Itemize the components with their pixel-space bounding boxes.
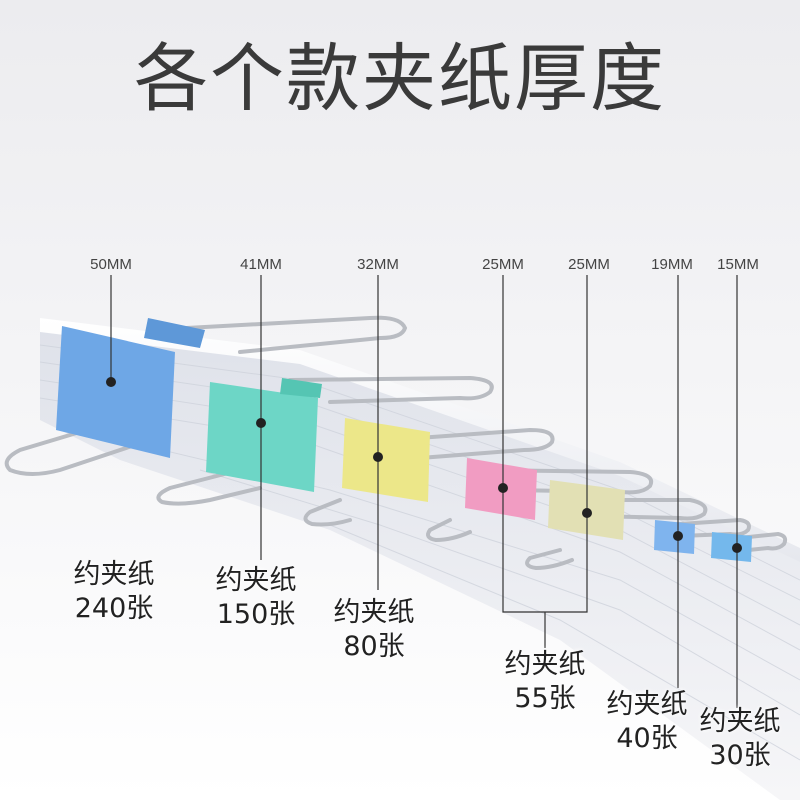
capacity-prefix: 约夹纸 <box>215 565 297 596</box>
clip-handles <box>4 315 788 571</box>
size-leader-lines <box>110 275 738 708</box>
clip-41mm <box>206 382 318 492</box>
capacity-caption-41mm: 约夹纸 150张 <box>216 564 297 632</box>
clip-50mm <box>56 326 175 458</box>
capacity-caption-25mm: 约夹纸 55张 <box>505 648 586 716</box>
size-label-41mm: 41MM <box>240 256 282 273</box>
capacity-count: 240张 <box>74 593 154 624</box>
capacity-count: 80张 <box>343 631 405 662</box>
capacity-count: 55张 <box>514 683 576 714</box>
binder-clips <box>56 318 752 562</box>
capacity-prefix: 约夹纸 <box>333 597 415 628</box>
capacity-prefix: 约夹纸 <box>504 649 586 680</box>
capacity-caption-32mm: 约夹纸 80张 <box>334 596 415 664</box>
capacity-count: 150张 <box>216 599 296 630</box>
capacity-caption-19mm: 约夹纸 40张 <box>607 688 688 756</box>
capacity-count: 30张 <box>709 740 771 771</box>
size-label-19mm: 19MM <box>651 256 693 273</box>
capacity-count: 40张 <box>616 723 678 754</box>
clip-15mm <box>711 532 752 562</box>
size-label-50mm: 50MM <box>90 256 132 273</box>
size-label-15mm: 15MM <box>717 256 759 273</box>
size-label-25mm-a: 25MM <box>482 256 524 273</box>
clip-markers <box>106 377 742 553</box>
page-title: 各个款夹纸厚度 <box>134 36 666 122</box>
capacity-prefix: 约夹纸 <box>699 706 781 737</box>
capacity-prefix: 约夹纸 <box>73 559 155 590</box>
clip-32mm <box>342 418 430 502</box>
size-label-25mm-b: 25MM <box>568 256 610 273</box>
capacity-caption-15mm: 约夹纸 30张 <box>700 705 781 773</box>
size-label-32mm: 32MM <box>357 256 399 273</box>
capacity-caption-50mm: 约夹纸 240张 <box>74 558 155 626</box>
capacity-prefix: 约夹纸 <box>606 689 688 720</box>
